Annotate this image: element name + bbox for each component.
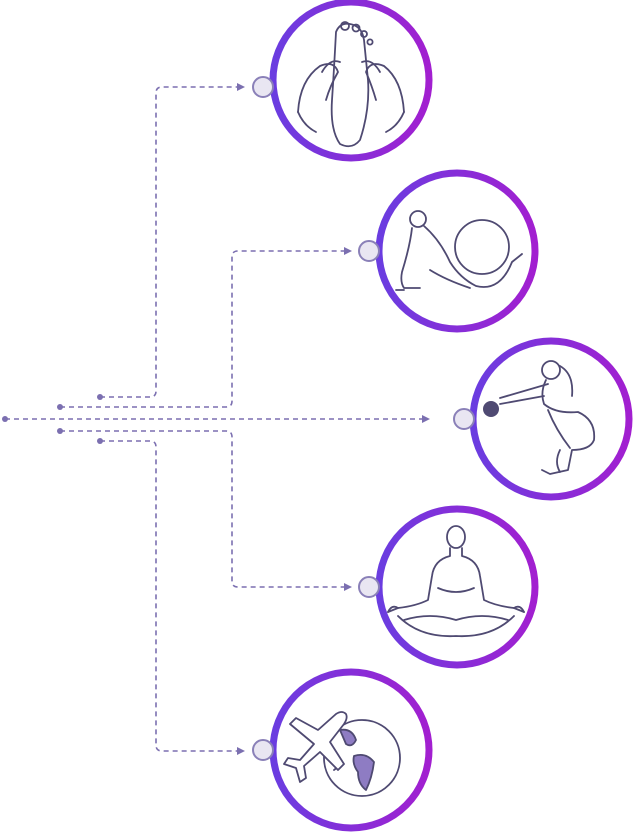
exercise-ball-stretch-icon [395,210,523,291]
node-yoga [358,505,539,669]
node-anchor [453,408,475,430]
origin-dots [2,394,103,444]
node-foot-massage [252,0,433,162]
kettlebell-squat-icon [499,360,596,475]
origin-dot [2,416,8,422]
connector-to-ball-stretch [60,247,352,408]
kettlebell-icon [483,401,499,417]
connector-to-travel [100,440,245,755]
connector-to-foot-massage [100,83,245,398]
node-anchor [358,240,380,262]
node-anchor [252,739,274,761]
origin-dot [57,404,63,410]
node-anchor [252,76,274,98]
connector-to-yoga [60,430,352,591]
travel-globe-airplane-icon [283,711,401,797]
origin-dot [97,394,103,400]
node-anchor [358,576,380,598]
node-ball-stretch [358,169,539,333]
node-ring [375,505,539,669]
node-travel [252,668,433,832]
node-ring [375,169,539,333]
connector-lines [5,83,430,755]
origin-dot [57,428,63,434]
origin-dot [97,438,103,444]
node-kettlebell-squat [453,337,633,501]
yoga-meditation-icon [387,525,525,638]
foot-massage-icon [297,21,405,148]
node-ring [269,0,433,162]
node-ring [269,668,433,832]
